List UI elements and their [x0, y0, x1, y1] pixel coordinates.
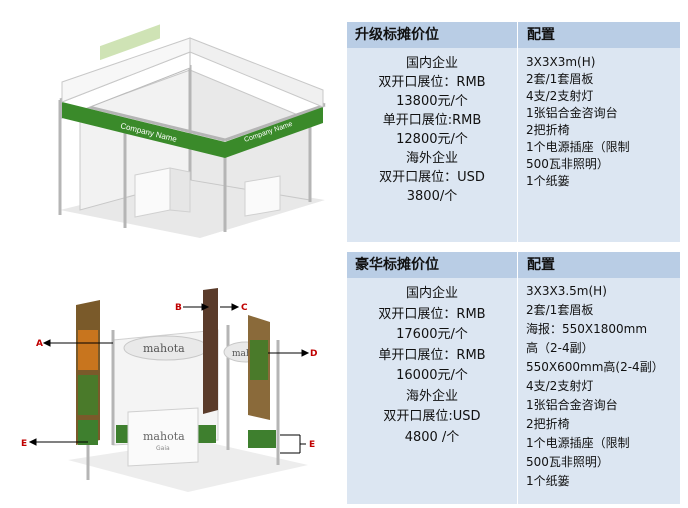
deluxe-config-line: 2套/1套眉板 — [526, 303, 594, 317]
deluxe-config-line: 高（2-4副） — [526, 341, 594, 355]
deluxe-price-line: 4800 /个 — [404, 429, 460, 445]
upgrade-price-line: 12800元/个 — [396, 132, 468, 147]
deluxe-config-line: 1张铝合金咨询台 — [526, 398, 618, 412]
deluxe-price-line: 国内企业 — [405, 286, 458, 301]
deluxe-table-body: 国内企业 双开口展位：RMB 17600元/个 单开口展位：RMB 16000元… — [347, 278, 680, 504]
upgrade-table-body: 国内企业 双开口展位：RMB 13800元/个 单开口展位:RMB 12800元… — [347, 48, 680, 242]
deluxe-price-line: 单开口展位：RMB — [378, 347, 486, 363]
upgrade-price-line: 国内企业 — [405, 56, 458, 71]
deluxe-table-header: 豪华标摊价位 配置 — [347, 252, 680, 278]
upgrade-config-line: 4支/2支射灯 — [526, 89, 594, 103]
deluxe-config-line: 1个纸篓 — [526, 474, 570, 488]
deluxe-config-heading: 配置 — [527, 257, 555, 273]
standard-booth-illustration: Company Name Company Name — [58, 24, 326, 238]
label-d: D — [310, 349, 317, 359]
upgrade-config-line: 1个电源插座（限制 — [526, 140, 630, 154]
deluxe-config-line: 海报：550X1800mm — [526, 322, 648, 336]
label-b: B — [175, 303, 182, 313]
upgrade-table-header: 升级标摊价位 配置 — [347, 22, 680, 48]
deluxe-config-line: 2把折椅 — [526, 417, 570, 431]
upgrade-config-line: 1张铝合金咨询台 — [526, 106, 618, 120]
deluxe-config-line: 4支/2支射灯 — [526, 379, 594, 393]
upgrade-price-line: 13800元/个 — [396, 94, 468, 109]
upgrade-price-line: 双开口展位：RMB — [378, 75, 486, 90]
deluxe-price-line: 双开口展位:USD — [383, 409, 481, 424]
upgrade-price-line: 3800/个 — [406, 189, 458, 204]
upgrade-config-line: 1个纸篓 — [526, 174, 570, 188]
deluxe-config-line: 1个电源插座（限制 — [526, 436, 630, 450]
brand-logo-top: mahota — [143, 342, 185, 355]
label-a: A — [36, 339, 43, 349]
deluxe-prices: 国内企业 双开口展位：RMB 17600元/个 单开口展位：RMB 16000元… — [347, 278, 518, 504]
upgrade-config-line: 2套/1套眉板 — [526, 72, 594, 86]
upgrade-config-line: 500瓦非照明） — [526, 157, 609, 171]
upgrade-price-line: 单开口展位:RMB — [382, 113, 482, 128]
brand-logo-counter: mahota — [143, 430, 185, 443]
deluxe-price-line: 海外企业 — [405, 388, 458, 404]
deluxe-config: 3X3X3.5m(H) 2套/1套眉板 海报：550X1800mm 高（2-4副… — [518, 278, 680, 504]
upgrade-price-line: 海外企业 — [405, 151, 458, 166]
upgrade-price-heading: 升级标摊价位 — [347, 22, 518, 48]
upgrade-config-line: 3X3X3m(H) — [526, 55, 596, 69]
deluxe-booth-illustration: mahota mahota mahota Gaia A B C D E E — [21, 288, 317, 492]
deluxe-config-line: 3X3X3.5m(H) — [526, 284, 607, 298]
deluxe-config-line: 550X600mm高(2-4副） — [526, 360, 664, 374]
label-c: C — [241, 303, 248, 313]
upgrade-config-heading: 配置 — [527, 27, 555, 43]
deluxe-price-heading: 豪华标摊价位 — [347, 252, 518, 278]
label-e-left: E — [21, 439, 27, 449]
deluxe-price-line: 17600元/个 — [396, 327, 468, 342]
upgrade-prices: 国内企业 双开口展位：RMB 13800元/个 单开口展位:RMB 12800元… — [347, 48, 518, 242]
upgrade-price-line: 双开口展位：USD — [379, 170, 485, 185]
label-e-right: E — [309, 440, 315, 450]
brand-sub: Gaia — [156, 445, 170, 452]
deluxe-price-line: 双开口展位：RMB — [378, 306, 486, 322]
deluxe-price-line: 16000元/个 — [396, 368, 468, 383]
deluxe-config-line: 500瓦非照明） — [526, 455, 609, 469]
upgrade-config-line: 2把折椅 — [526, 123, 570, 137]
upgrade-config: 3X3X3m(H) 2套/1套眉板 4支/2支射灯 1张铝合金咨询台 2把折椅 … — [518, 48, 680, 242]
